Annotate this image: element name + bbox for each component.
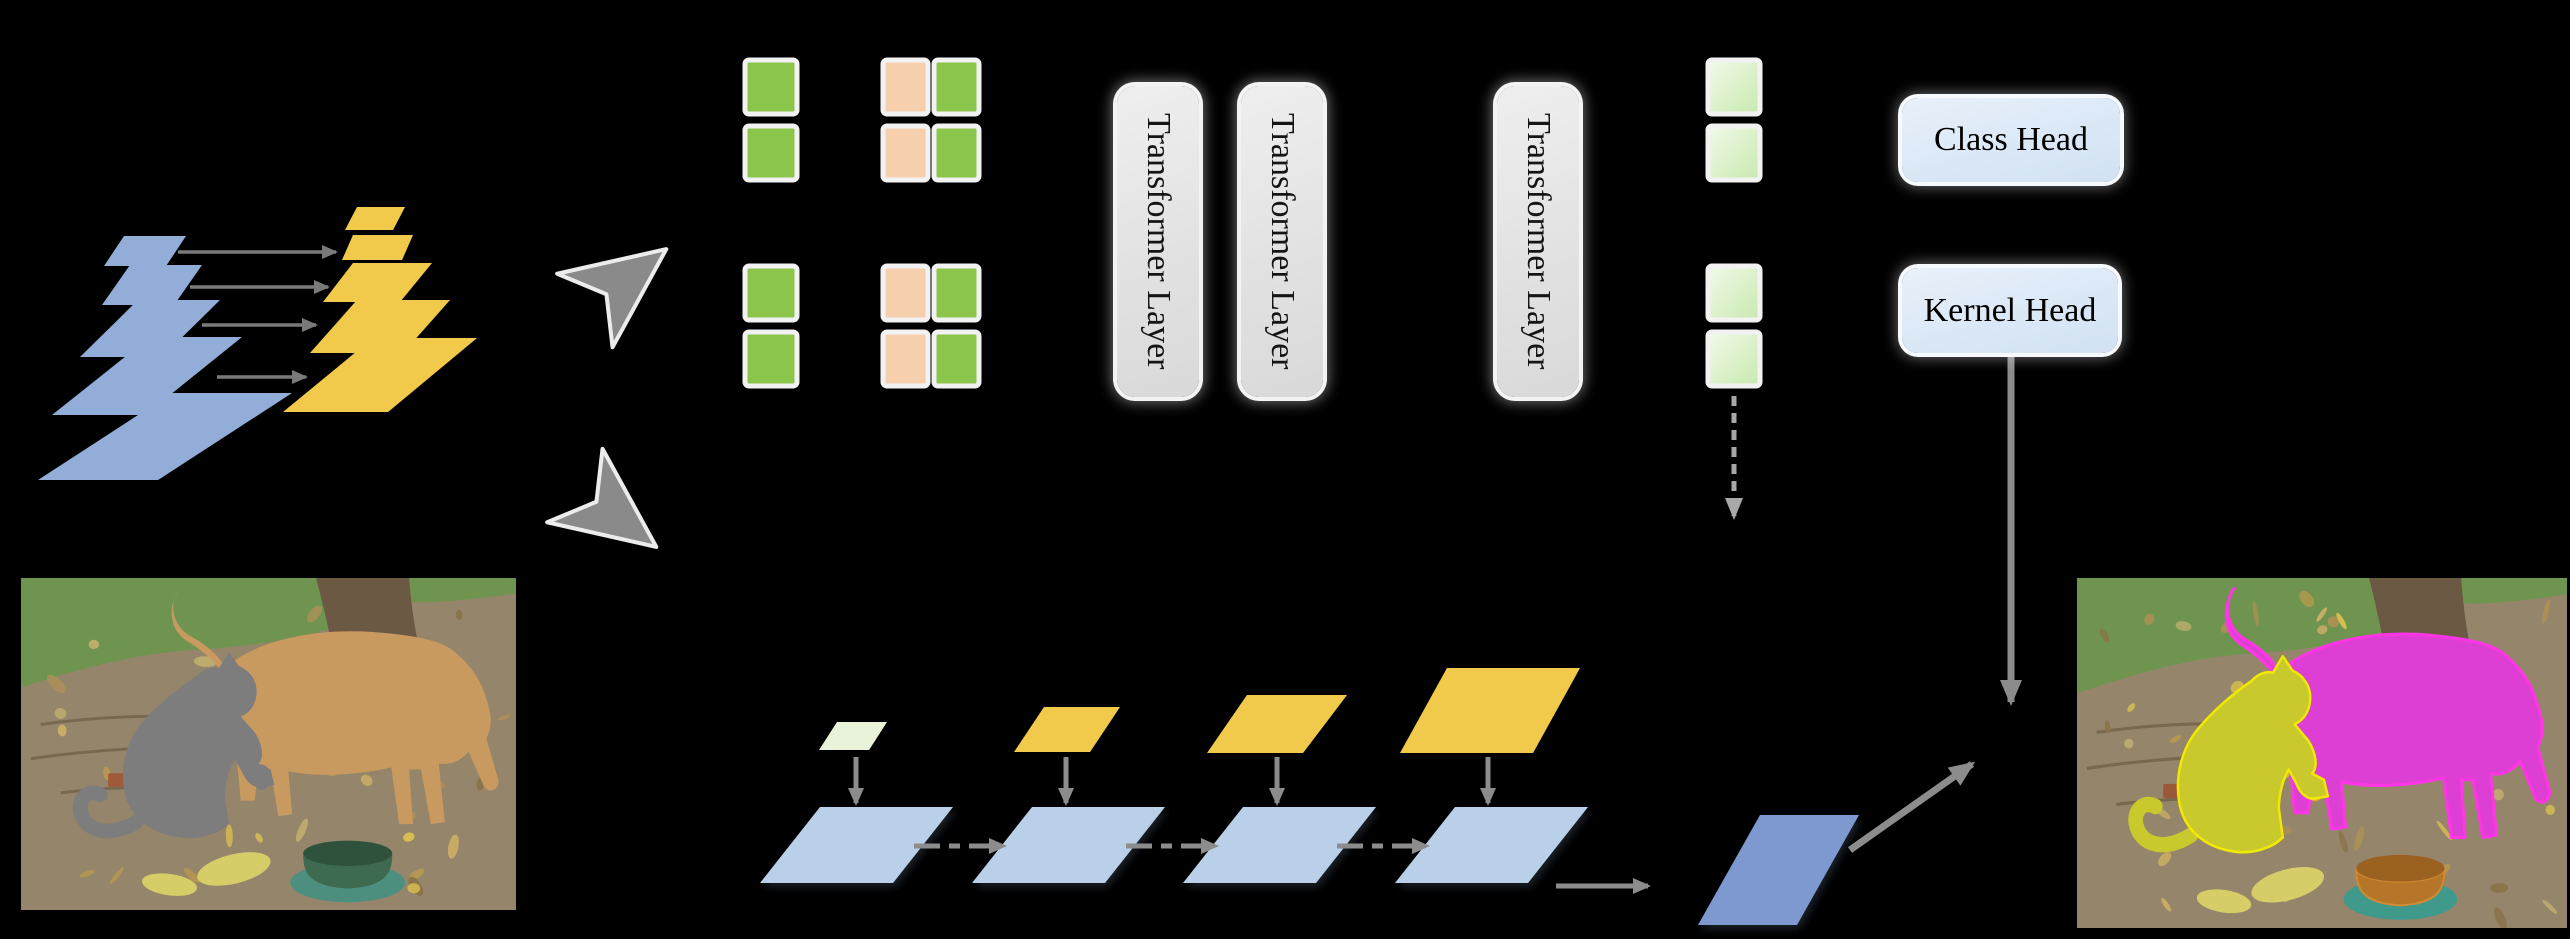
transformer-layer-label: Transformer Layer [1140, 113, 1177, 370]
input-image-dog-and-cat [21, 578, 516, 910]
cat-tail [72, 785, 144, 839]
backbone-level-1 [104, 236, 186, 266]
query-cell-green [931, 329, 982, 389]
backbone-level-4 [52, 337, 242, 415]
mask-feature-map-2 [972, 807, 1165, 883]
query-column-bottom [742, 263, 800, 389]
output-image-segmentation [2077, 578, 2567, 928]
query-grid-top [880, 57, 982, 183]
cat-mask-yellow [2176, 654, 2330, 854]
fpn-level-1 [345, 207, 405, 230]
grass-patch [2077, 578, 2567, 694]
large-leaf [2196, 889, 2252, 914]
backbone-level-5 [38, 393, 292, 480]
refined-query-square [1705, 329, 1763, 389]
refined-query-column-top [1705, 57, 1763, 183]
refined-query-square [1705, 123, 1763, 183]
mask-feature-map-3 [1183, 807, 1376, 883]
feature-to-output-arrow [1847, 761, 1976, 853]
dart-arrow-down-right-icon [545, 446, 659, 549]
fpn-level-2 [342, 235, 413, 260]
query-square [742, 329, 800, 389]
refined-query-square [1705, 263, 1763, 323]
mask-feature-map-4 [1395, 807, 1588, 883]
stage-feature-paras [819, 668, 1580, 753]
query-cell-peach [880, 263, 931, 323]
stage-down-arrows [848, 757, 1496, 806]
class-head-label: Class Head [1934, 121, 2088, 158]
bowl-opening [2356, 854, 2445, 882]
cat-silhouette [122, 652, 275, 839]
query-grid-bottom [880, 263, 982, 389]
stage-feature-para-3 [1207, 695, 1347, 753]
stage-query-para-1 [819, 722, 887, 750]
query-square [742, 123, 800, 183]
query-column-top [742, 57, 800, 183]
fpn-level-3 [323, 263, 432, 302]
pyramid-arrows [178, 245, 338, 384]
mask-feature-maps [760, 807, 1588, 883]
query-square [742, 263, 800, 323]
query-cell-peach [880, 123, 931, 183]
large-leaf [197, 852, 271, 886]
query-cell-peach [880, 329, 931, 389]
large-leaf [142, 873, 197, 896]
cat-tail-mask [2128, 796, 2199, 853]
kernel-head-label: Kernel Head [1923, 291, 2097, 329]
fpn-pyramid [283, 207, 477, 412]
final-mask-feature [1698, 815, 1859, 925]
backbone-level-2 [102, 265, 202, 305]
dart-arrow-up-right-icon [555, 247, 669, 350]
refined-query-column-bottom [1705, 263, 1763, 389]
transformer-layer-label: Transformer Layer [1520, 113, 1557, 370]
large-leaf [2251, 867, 2325, 903]
mask-feature-map-1 [760, 807, 953, 883]
fpn-level-4 [310, 300, 450, 353]
stage-chain-arrows [914, 838, 1651, 894]
transformer-layer-box-3: Transformer Layer [1497, 86, 1579, 397]
stage-feature-para-2 [1014, 707, 1120, 752]
query-cell-green [931, 263, 982, 323]
bowl-opening [303, 840, 393, 867]
class-head-box: Class Head [1902, 98, 2120, 182]
transformer-layer-box-2: Transformer Layer [1241, 86, 1323, 397]
backbone-level-3 [80, 300, 220, 357]
transformer-layer-box-1: Transformer Layer [1117, 86, 1199, 397]
backbone-pyramid [38, 236, 292, 480]
fpn-level-5 [283, 338, 477, 412]
transformer-layer-label: Transformer Layer [1264, 113, 1301, 370]
query-cell-green [931, 57, 982, 117]
query-cell-green [931, 123, 982, 183]
query-cell-peach [880, 57, 931, 117]
query-square [742, 57, 800, 117]
water-bowl [303, 853, 393, 889]
grass-patch [21, 578, 516, 688]
stage-feature-para-4 [1400, 668, 1580, 753]
kernel-head-box: Kernel Head [1902, 268, 2118, 353]
refined-query-square [1705, 57, 1763, 117]
